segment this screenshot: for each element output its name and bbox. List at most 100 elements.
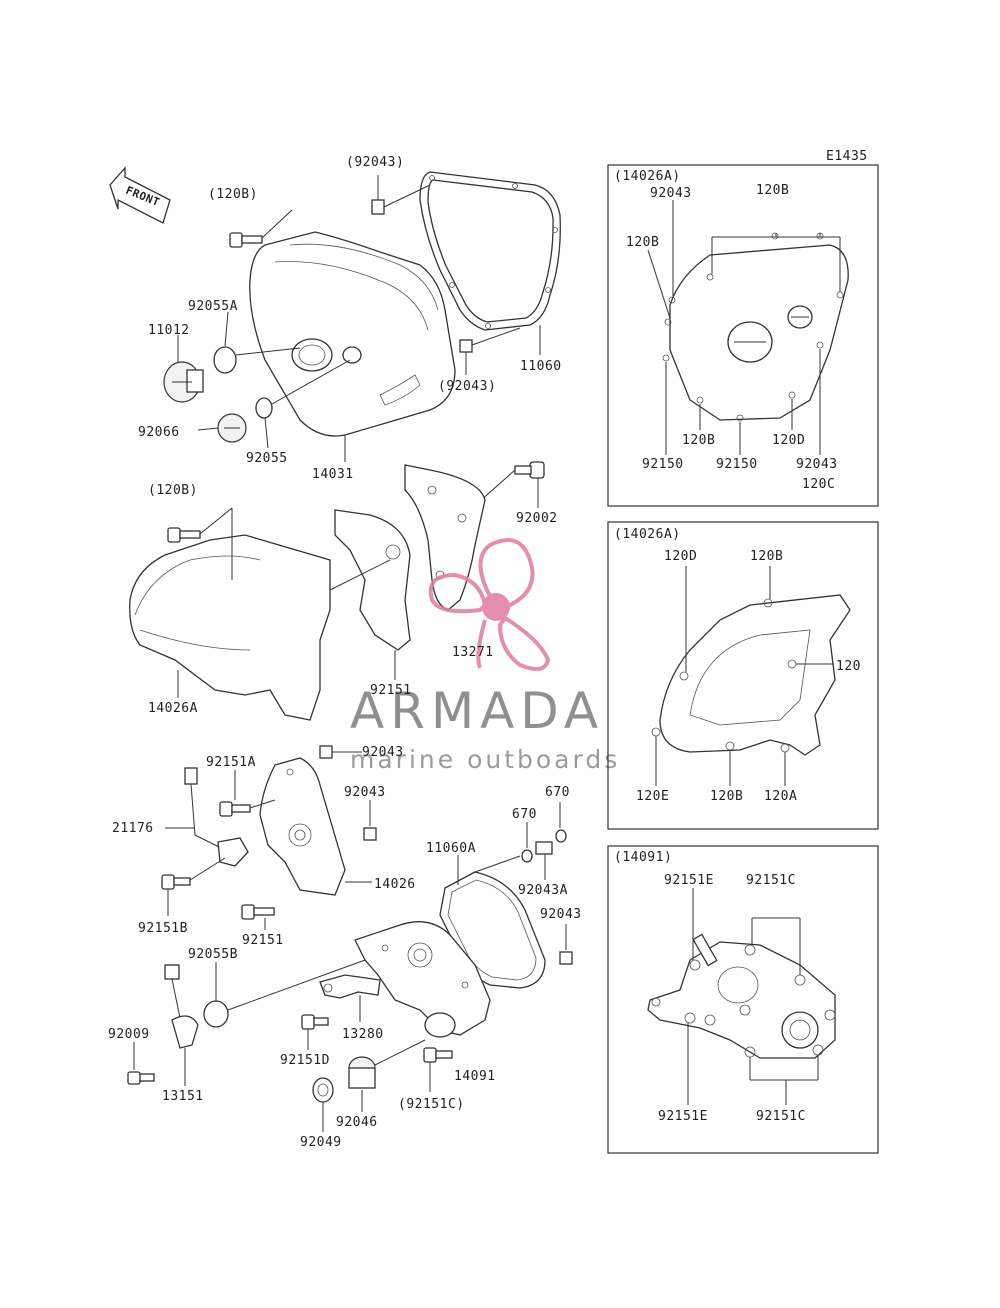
inset1-label-120c: 120C — [802, 477, 835, 492]
inset2-title: (14026A) — [614, 527, 681, 542]
label-92043a: 92043A — [518, 883, 568, 898]
label-92151c: (92151C) — [398, 1097, 465, 1112]
inset1-label-120b-left: 120B — [626, 235, 659, 250]
label-92002: 92002 — [516, 511, 558, 526]
o-ring-670-a — [521, 849, 533, 863]
inset1-label-120d: 120D — [772, 433, 805, 448]
inset2-label-120b-top: 120B — [750, 549, 783, 564]
label-92151-low: 92151 — [242, 933, 284, 948]
sensor-13151 — [164, 964, 199, 1086]
inset3-label-92151c-top: 92151C — [746, 873, 796, 888]
label-92151d: 92151D — [280, 1053, 330, 1068]
inset3-title: (14091) — [614, 850, 672, 865]
label-13151: 13151 — [162, 1089, 204, 1104]
label-92151a: 92151A — [206, 755, 256, 770]
label-92055b: 92055B — [188, 947, 238, 962]
label-92043-c: 92043 — [540, 907, 582, 922]
label-11012: 11012 — [148, 323, 190, 338]
dowel-pin-92043-mid — [459, 339, 473, 353]
label-92055: 92055 — [246, 451, 288, 466]
label-92151: 92151 — [370, 683, 412, 698]
label-670-a: 670 — [512, 807, 537, 822]
bolt-92151a — [219, 770, 276, 817]
inset3-label-92151c-bot: 92151C — [756, 1109, 806, 1124]
inset2-label-120e: 120E — [636, 789, 669, 804]
label-92043-b: 92043 — [344, 785, 386, 800]
label-13280: 13280 — [342, 1027, 384, 1042]
bracket-13271 — [404, 464, 486, 611]
inset1-label-92043-r: 92043 — [796, 457, 838, 472]
inset-14091: (14091) 92151E 92151C 92151E 92151C — [607, 845, 879, 1154]
inset2-label-120d: 120D — [664, 549, 697, 564]
inset1-title: (14026A) — [614, 169, 681, 184]
label-14026: 14026 — [374, 877, 416, 892]
label-92043-top: (92043) — [346, 155, 404, 170]
label-92066: 92066 — [138, 425, 180, 440]
gasket-plate-92151 — [334, 509, 411, 680]
watermark-brand: ARMADA — [350, 682, 604, 740]
dowel-pin-92043-top — [371, 199, 385, 215]
label-92046: 92046 — [336, 1115, 378, 1130]
bolt-120b-mid — [167, 507, 233, 580]
bolt-92151c — [423, 1047, 453, 1092]
watermark-tagline: marine outboards — [350, 745, 620, 774]
inset1-label-92150-a: 92150 — [642, 457, 684, 472]
label-92055a: 92055A — [188, 299, 238, 314]
label-92009: 92009 — [108, 1027, 150, 1042]
label-14026a: 14026A — [148, 701, 198, 716]
inset1-label-120b-top: 120B — [756, 183, 789, 198]
label-14031: 14031 — [312, 467, 354, 482]
label-670-b: 670 — [545, 785, 570, 800]
o-ring-92055b — [203, 1000, 229, 1028]
o-ring-92055a — [213, 346, 237, 374]
dowel-pin-92043-a — [319, 745, 333, 759]
inset3-label-92151e-top: 92151E — [664, 873, 714, 888]
label-11060a: 11060A — [426, 841, 476, 856]
inset-14026a-rear: (14026A) 92043 120B 120B 92150 120B — [607, 164, 879, 507]
inset1-label-92150-b: 92150 — [716, 457, 758, 472]
label-92151b: 92151B — [138, 921, 188, 936]
label-21176: 21176 — [112, 821, 154, 836]
inset1-label-120b-bot: 120B — [682, 433, 715, 448]
dowel-pin-92043-b — [363, 827, 377, 841]
dowel-pin-92043-c — [559, 951, 573, 965]
label-11060: 11060 — [520, 359, 562, 374]
bolt-92009 — [127, 1042, 155, 1085]
dowel-92043a — [535, 841, 553, 855]
clutch-cover-14031 — [249, 231, 456, 437]
inset3-label-92151e-bot: 92151E — [658, 1109, 708, 1124]
plug-92066 — [217, 413, 247, 443]
bolt-92151-low — [241, 904, 275, 930]
armada-logo-icon — [428, 538, 551, 671]
inset-14026a-front: (14026A) 120D 120B 120 120E 120B 120A — [607, 521, 879, 830]
label-92049: 92049 — [300, 1135, 342, 1150]
gasket-11060 — [419, 171, 561, 331]
inset1-label-92043-top: 92043 — [650, 186, 692, 201]
label-13271: 13271 — [452, 645, 494, 660]
housing-14091 — [354, 921, 491, 1038]
sprocket-cover-14026a — [129, 534, 331, 721]
o-ring-92055 — [255, 397, 273, 419]
label-14091: 14091 — [454, 1069, 496, 1084]
inset2-label-120b-bot: 120B — [710, 789, 743, 804]
label-120b-mid: (120B) — [148, 483, 198, 498]
plug-11012 — [163, 361, 204, 403]
bolt-120b-top — [229, 209, 293, 248]
front-arrow-icon: FRONT — [109, 166, 171, 224]
inset2-label-120a: 120A — [764, 789, 797, 804]
bushing-92046 — [348, 1039, 426, 1112]
cover-14026 — [259, 757, 372, 896]
inset2-label-120: 120 — [836, 659, 861, 674]
bracket-13280 — [319, 974, 381, 1022]
bolt-92151b — [161, 857, 226, 916]
label-92043-mid: (92043) — [438, 379, 496, 394]
label-92043-a: 92043 — [362, 745, 404, 760]
diagram-code: E1435 — [826, 149, 868, 164]
label-120b-top: (120B) — [208, 187, 258, 202]
bolt-92151d — [301, 1014, 329, 1050]
seal-92049 — [312, 1077, 334, 1132]
sensor-21176 — [165, 767, 249, 867]
o-ring-670-b — [555, 829, 567, 843]
